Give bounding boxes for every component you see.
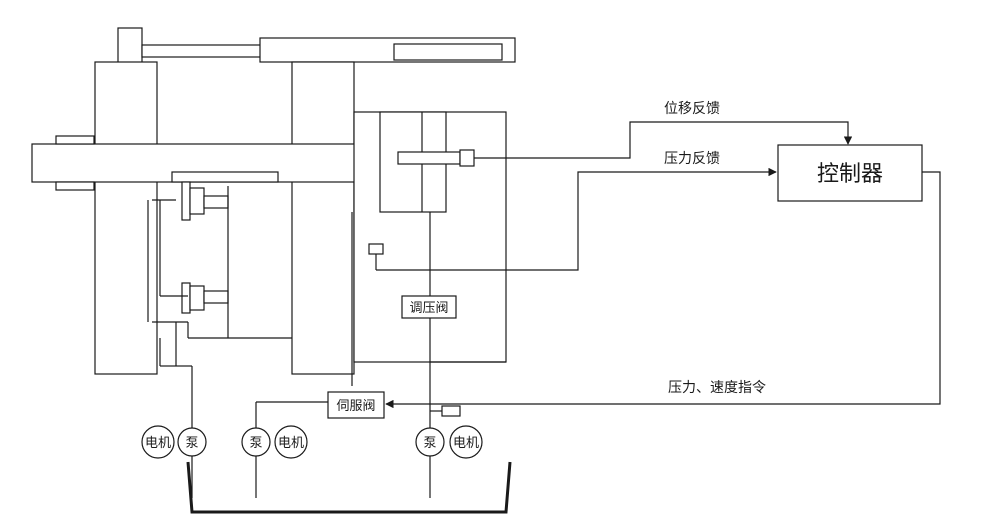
pressure-sensor-lower [441,405,461,417]
motor-label: 电机 [145,436,171,451]
mold-top-plate [171,171,279,183]
displacement-sensor-rod [397,151,461,165]
motor-pump-left: 电机 泵 [141,425,207,459]
pump-symbol [241,427,271,457]
signal-lines [376,121,941,409]
mold-insert-upper [181,181,191,221]
mold-block-lower [189,285,205,311]
pump-symbol [177,427,207,457]
mold-pin-upper [203,195,229,209]
motor-symbol [449,425,483,459]
motor-pump-middle: 泵 电机 [241,425,308,459]
moving-platen [291,61,355,375]
displacement-feedback-line [474,121,853,159]
motor-symbol [274,425,308,459]
pressure-sensor-upper [368,243,384,255]
servo-valve-box [327,391,385,419]
hydraulic-piping [159,212,506,498]
pressure-feedback-line [376,167,777,271]
motor-label: 电机 [453,436,479,451]
motor-label: 电机 [278,436,304,451]
fixed-platen [94,61,158,375]
servo-valve-label: 伺服阀 [336,399,375,414]
mold-block-upper [189,187,205,215]
displacement-feedback-label: 位移反馈 [664,101,720,117]
pump-symbol [415,427,445,457]
pressure-valve-box [401,295,457,319]
tie-bar-rod [393,43,503,61]
controller-box [777,144,923,202]
rod-collar-bottom [55,181,95,191]
mold-pin-lower [203,290,229,304]
motor-pump-right: 泵 电机 [415,425,483,459]
machine-body [31,27,516,375]
pump-label: 泵 [185,436,198,451]
motor-symbol [141,425,175,459]
pressure-valve-label: 调压阀 [409,301,448,316]
command-label: 压力、速度指令 [668,380,766,396]
tie-bar-end-block [117,27,143,65]
command-line [385,171,941,409]
pump-label: 泵 [249,436,262,451]
displacement-sensor-head [459,149,475,167]
oil-tank [186,461,512,514]
rod-collar-top [55,135,95,145]
pump-label: 泵 [423,436,436,451]
controller-label: 控制器 [817,162,883,187]
pressure-feedback-label: 压力反馈 [664,151,720,167]
mold-insert-lower [181,282,191,314]
